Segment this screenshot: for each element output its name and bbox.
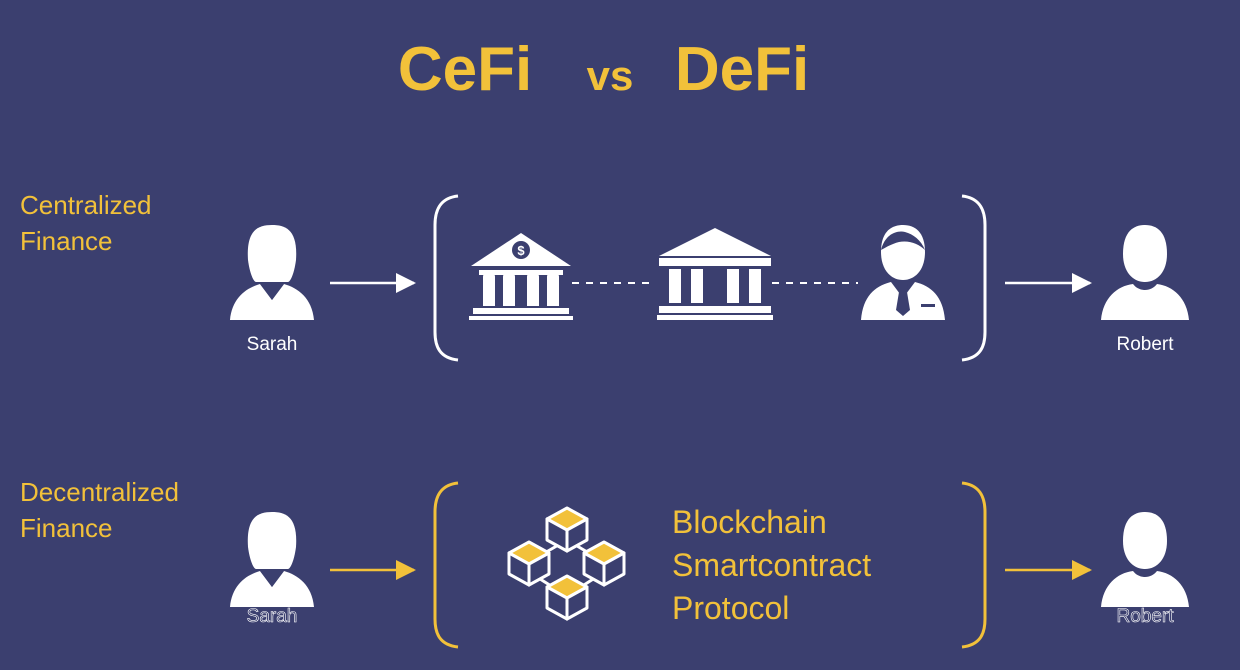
row2-sender-label: Sarah bbox=[247, 606, 298, 627]
row1-receiver-label: Robert bbox=[1116, 334, 1174, 355]
row1-right-bracket bbox=[961, 194, 987, 362]
banker-icon bbox=[861, 225, 945, 320]
title-cefi: CeFi bbox=[398, 35, 532, 104]
svg-text:$: $ bbox=[517, 243, 525, 258]
row1-sender-label: Sarah bbox=[247, 334, 298, 355]
blockchain-cubes-icon bbox=[507, 506, 626, 621]
female-user-icon bbox=[230, 225, 314, 320]
row2-label-line2: Finance bbox=[20, 513, 113, 543]
protocol-line-1: Blockchain bbox=[672, 504, 827, 540]
male-user-icon bbox=[1101, 512, 1189, 607]
protocol-line-3: Protocol bbox=[672, 590, 789, 626]
male-user-icon bbox=[1101, 225, 1189, 320]
row2-right-bracket bbox=[961, 481, 987, 649]
row2-receiver-label: Robert bbox=[1116, 606, 1174, 627]
bank-icon: $ bbox=[469, 233, 573, 320]
row1-left-bracket bbox=[433, 194, 459, 362]
row2-left-bracket bbox=[433, 481, 459, 649]
title-vs: vs bbox=[587, 52, 634, 99]
title-defi: DeFi bbox=[675, 35, 809, 104]
female-user-icon bbox=[230, 512, 314, 607]
row2-label-line1: Decentralized bbox=[20, 477, 179, 507]
row1-label-line2: Finance bbox=[20, 226, 113, 256]
protocol-line-2: Smartcontract bbox=[672, 547, 871, 583]
institution-icon bbox=[657, 228, 773, 320]
row1-label-line1: Centralized bbox=[20, 190, 152, 220]
